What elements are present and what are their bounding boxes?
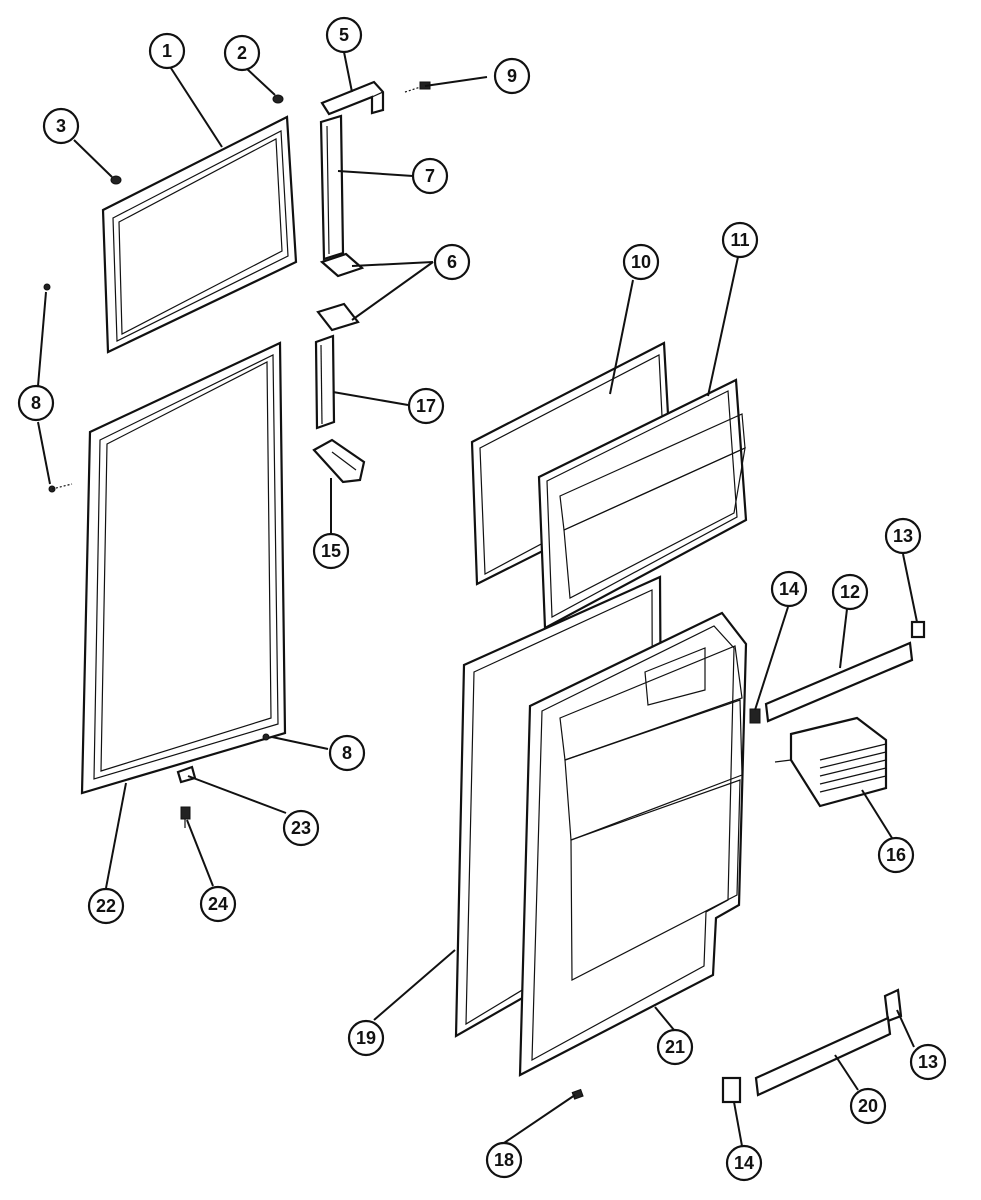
callout-14-bottom: 14 — [725, 1144, 763, 1182]
svg-text:23: 23 — [291, 818, 311, 838]
svg-text:12: 12 — [840, 582, 860, 602]
callout-22: 22 — [87, 887, 125, 925]
svg-text:8: 8 — [31, 393, 41, 413]
callout-23: 23 — [282, 809, 320, 847]
part-11-freezer-door-liner — [537, 378, 748, 630]
svg-text:5: 5 — [339, 25, 349, 45]
callout-7: 7 — [411, 157, 449, 195]
part-20-lower-trim — [754, 1016, 892, 1097]
callout-21: 21 — [656, 1028, 694, 1066]
callout-12: 12 — [831, 573, 869, 611]
part-21-fresh-food-door-liner — [518, 611, 748, 1077]
svg-text:18: 18 — [494, 1150, 514, 1170]
callout-15: 15 — [312, 532, 350, 570]
part-24-pin — [180, 806, 191, 828]
callout-6: 6 — [433, 243, 471, 281]
callout-11: 11 — [721, 221, 759, 259]
callout-10: 10 — [622, 243, 660, 281]
svg-text:20: 20 — [858, 1096, 878, 1116]
callout-9: 9 — [493, 57, 531, 95]
callout-3: 3 — [42, 107, 80, 145]
svg-text:21: 21 — [665, 1037, 685, 1057]
part-22-lower-gasket — [80, 341, 287, 795]
callout-20: 20 — [849, 1087, 887, 1125]
svg-text:17: 17 — [416, 396, 436, 416]
svg-text:10: 10 — [631, 252, 651, 272]
svg-text:19: 19 — [356, 1028, 376, 1048]
part-9-screw — [404, 81, 431, 93]
callout-2: 2 — [223, 34, 261, 72]
svg-text:14: 14 — [734, 1153, 754, 1173]
svg-text:13: 13 — [893, 526, 913, 546]
callout-16: 16 — [877, 836, 915, 874]
callout-17: 17 — [407, 387, 445, 425]
svg-text:8: 8 — [342, 743, 352, 763]
callout-18: 18 — [485, 1141, 523, 1179]
callout-8-left: 8 — [17, 384, 55, 422]
callout-19: 19 — [347, 1019, 385, 1057]
svg-text:9: 9 — [507, 66, 517, 86]
part-3-cap — [110, 175, 122, 185]
part-7-upper-handle — [319, 114, 345, 261]
part-18-screw — [571, 1088, 584, 1100]
callout-13-bottom: 13 — [909, 1043, 947, 1081]
callout-14-top: 14 — [770, 570, 808, 608]
part-17-lower-handle — [314, 334, 336, 430]
part-5-top-hinge — [320, 80, 385, 116]
svg-text:7: 7 — [425, 166, 435, 186]
callout-8-right: 8 — [328, 734, 366, 772]
callout-1: 1 — [148, 32, 186, 70]
svg-text:2: 2 — [237, 43, 247, 63]
svg-text:11: 11 — [730, 230, 749, 250]
svg-text:6: 6 — [447, 252, 457, 272]
part-8-screws — [43, 283, 270, 741]
part-15-lower-hinge — [312, 438, 366, 484]
part-23-clip — [176, 765, 197, 784]
callout-24: 24 — [199, 885, 237, 923]
part-14-end-caps — [721, 708, 761, 1104]
part-6-hinge-pieces — [316, 252, 365, 332]
svg-text:13: 13 — [918, 1052, 938, 1072]
part-1-upper-gasket — [101, 115, 298, 354]
callout-5: 5 — [325, 16, 363, 54]
part-2-cap — [272, 94, 284, 104]
callout-13-top: 13 — [884, 517, 922, 555]
part-13-end-caps — [883, 620, 926, 1023]
svg-text:1: 1 — [162, 41, 172, 61]
svg-text:22: 22 — [96, 896, 116, 916]
svg-text:14: 14 — [779, 579, 799, 599]
svg-text:3: 3 — [56, 116, 66, 136]
svg-text:16: 16 — [886, 845, 906, 865]
svg-text:24: 24 — [208, 894, 228, 914]
svg-text:15: 15 — [321, 541, 341, 561]
leader-lines — [37, 51, 918, 1147]
part-16-handle-bin — [774, 716, 888, 808]
part-12-upper-trim — [764, 641, 914, 723]
